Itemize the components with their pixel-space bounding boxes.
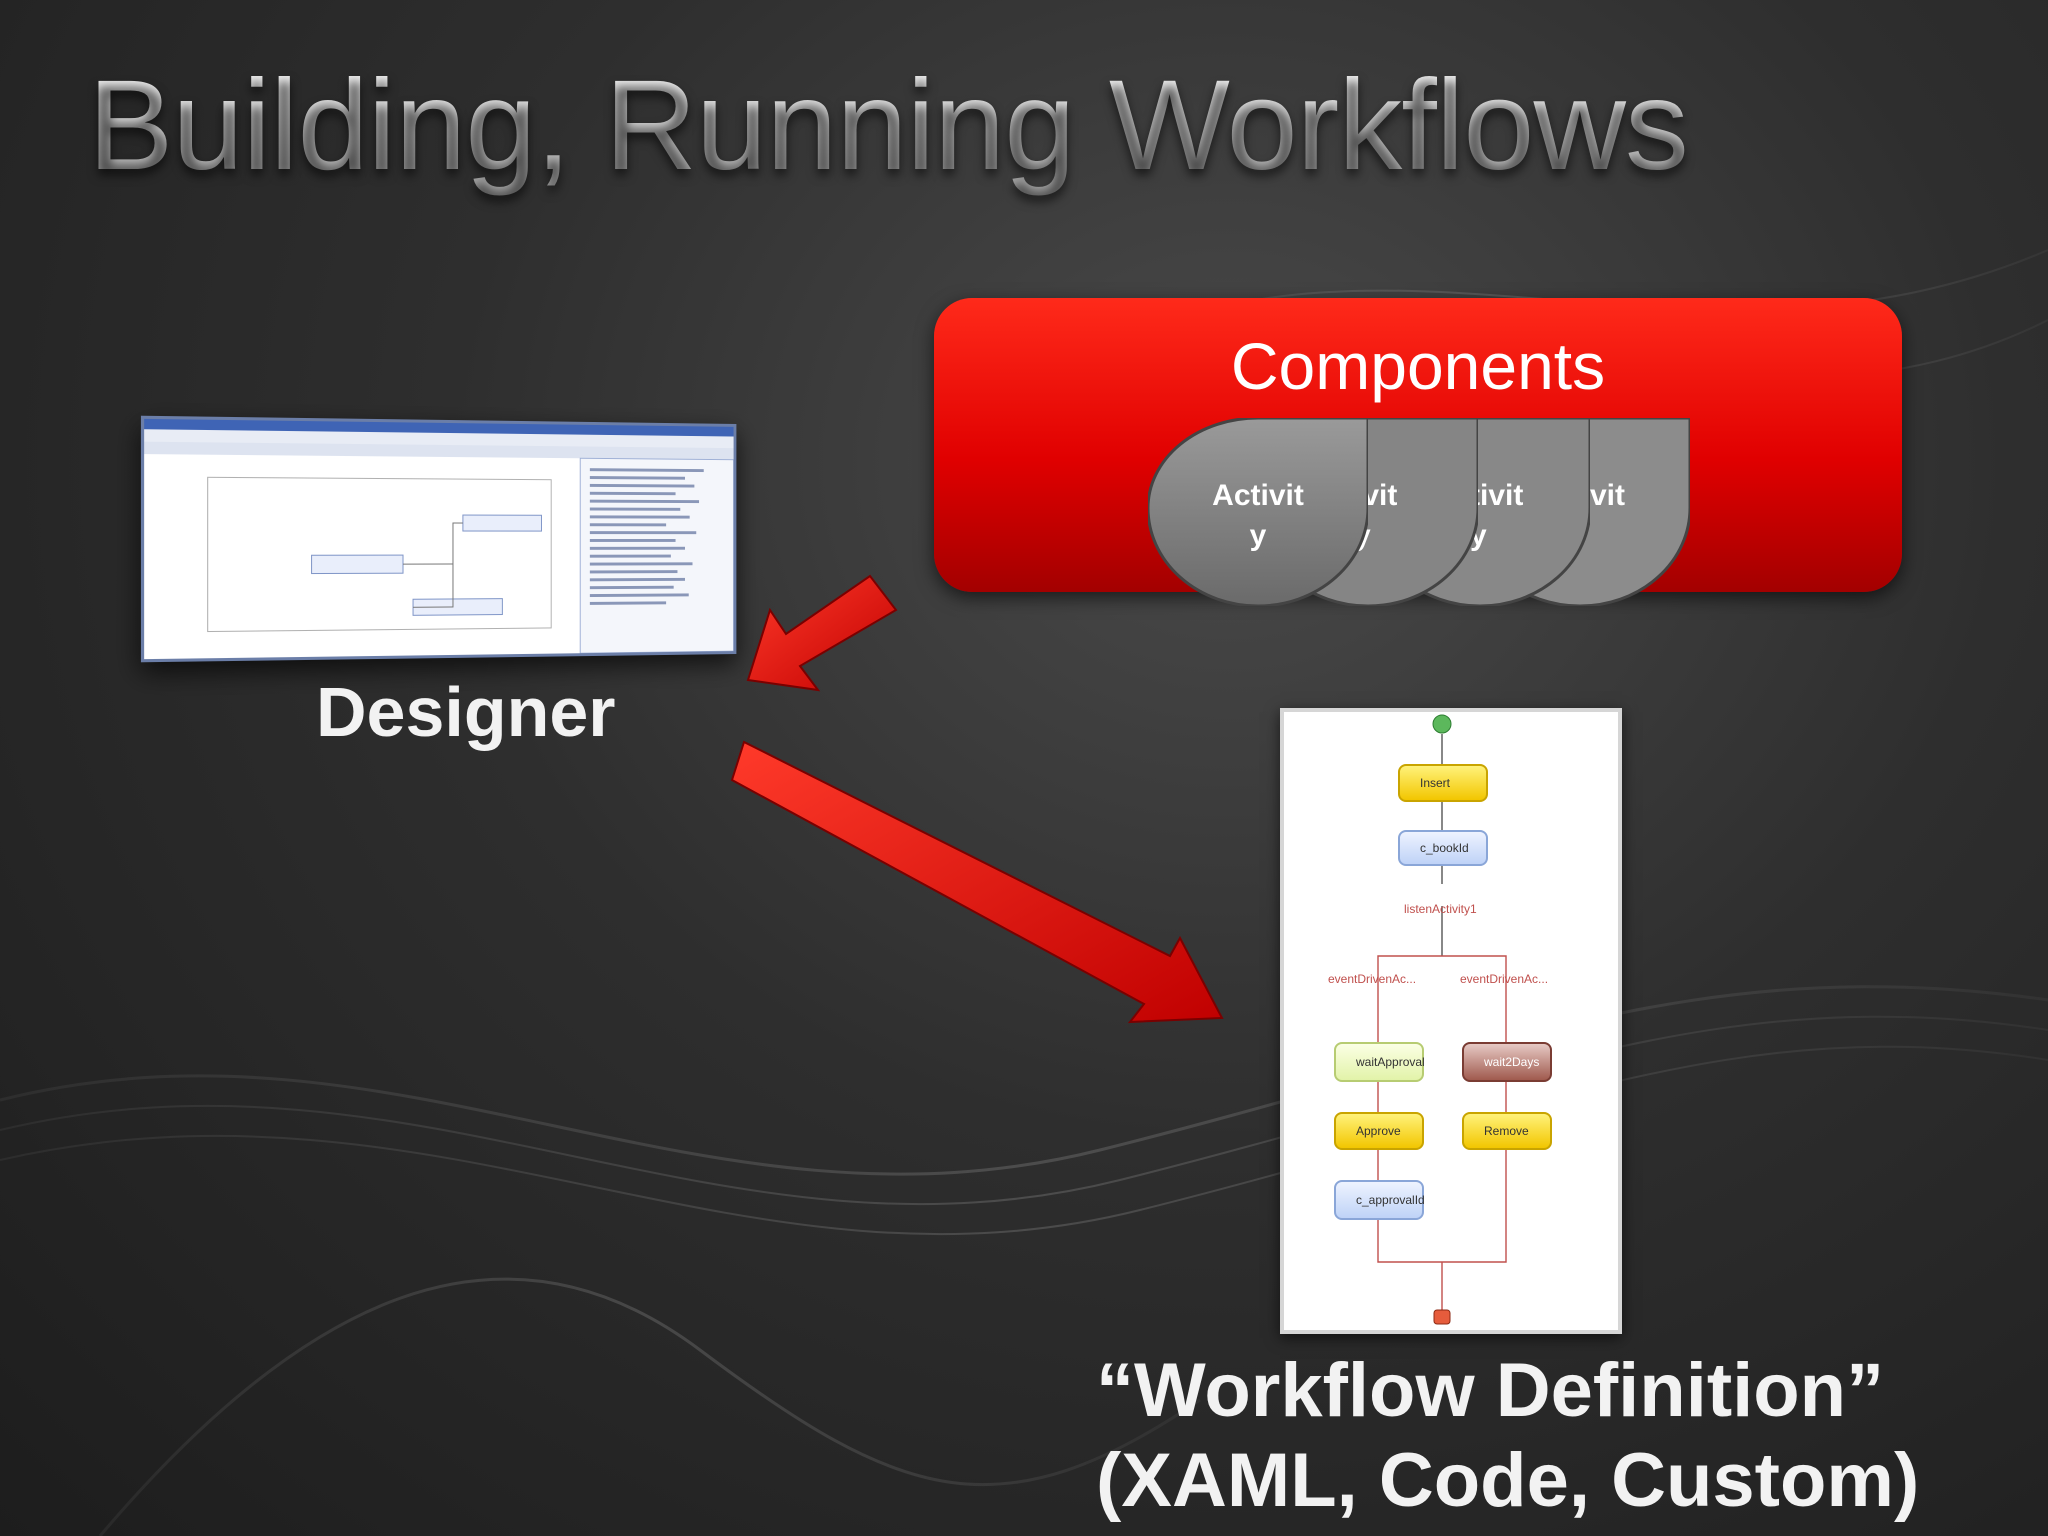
workflow-caption-line1: “Workflow Definition” — [1096, 1348, 1885, 1433]
wf-event-right-label: eventDrivenAc... — [1460, 972, 1549, 986]
activity-shape-1: Activit y — [1148, 418, 1368, 606]
wf-node-remove: Remove — [1462, 1112, 1552, 1150]
wf-node-approve: Approve — [1334, 1112, 1424, 1150]
arrow-designer-to-workflow — [730, 740, 1224, 1024]
wf-node-wait-2days: wait2Days — [1462, 1042, 1552, 1082]
components-title: Components — [1230, 329, 1606, 403]
activity-label-4: vit — [1590, 479, 1626, 512]
wf-node-c-bookid: c_bookId — [1398, 830, 1488, 866]
activity-label-1: Activit y — [1212, 479, 1304, 552]
slide-title: Building, Running Workflows — [88, 54, 1689, 197]
workflow-caption-line2: (XAML, Code, Custom) — [1096, 1438, 1920, 1523]
workflow-definition-diagram: Insert c_bookId listenActivity1 eventDri… — [1280, 708, 1622, 1334]
wf-node-insert: Insert — [1398, 764, 1488, 802]
wf-node-wait-approval: waitApproval — [1334, 1042, 1425, 1082]
designer-screenshot — [140, 415, 737, 663]
arrow-components-to-designer — [746, 574, 898, 692]
wf-node-c-approvalid: c_approvalId — [1334, 1180, 1425, 1220]
wf-listen-label: listenActivity1 — [1404, 902, 1477, 916]
designer-label: Designer — [316, 673, 616, 751]
workflow-definition-caption: “Workflow Definition” (XAML, Code, Custo… — [1096, 1346, 1919, 1526]
wf-event-left-label: eventDrivenAc... — [1328, 972, 1417, 986]
